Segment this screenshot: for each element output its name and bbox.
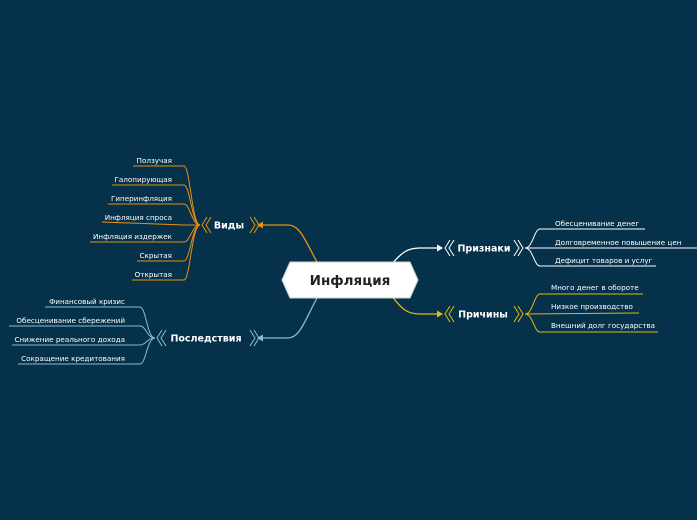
prichiny-item[interactable]: Внешний долг государства <box>551 321 655 330</box>
branch-posledstviya-leaf-links <box>9 306 156 365</box>
posledstviya-item[interactable]: Финансовый кризис <box>49 297 125 306</box>
connector-prichiny <box>391 295 438 315</box>
vidy-item[interactable]: Скрытая <box>139 251 172 260</box>
posledstviya-item[interactable]: Сокращение кредитования <box>21 354 125 363</box>
priznaki-item[interactable]: Дефицит товаров и услуг <box>555 256 653 265</box>
posledstviya-item[interactable]: Обесценивание сбережений <box>16 316 125 325</box>
vidy-item[interactable]: Инфляция спроса <box>105 213 172 222</box>
branch-vidy[interactable]: Виды Ползучая Галопирующая Гиперинфляция… <box>90 156 260 281</box>
branch-prichiny-bracket <box>444 305 524 323</box>
vidy-item[interactable]: Ползучая <box>137 156 172 165</box>
branch-vidy-bracket <box>201 216 260 234</box>
branch-posledstviya-bracket <box>156 329 260 347</box>
branch-priznaki-label: Признаки <box>457 244 510 255</box>
branch-posledstviya[interactable]: Последствия Финансовый кризис Обесценива… <box>9 297 260 365</box>
arrow-vidy <box>257 221 263 229</box>
branch-priznaki-leaf-links <box>524 228 697 267</box>
branch-priznaki[interactable]: Признаки Обесценивание денег Долговремен… <box>444 219 697 267</box>
prichiny-item[interactable]: Низкое производство <box>551 302 633 311</box>
priznaki-item[interactable]: Долговременное повышение цен <box>555 238 682 247</box>
branch-vidy-leaf-links <box>90 165 201 281</box>
prichiny-item[interactable]: Много денег в обороте <box>551 283 639 292</box>
connector-posledstviya <box>262 295 319 339</box>
connectors <box>257 221 443 342</box>
vidy-item[interactable]: Инфляция издержек <box>93 232 173 241</box>
arrow-prichiny <box>437 310 443 318</box>
branch-posledstviya-label: Последствия <box>170 334 241 345</box>
branch-prichiny-leaf-links <box>524 293 658 333</box>
connector-vidy <box>262 224 319 265</box>
branch-priznaki-bracket <box>444 239 524 257</box>
vidy-item[interactable]: Гиперинфляция <box>111 194 172 203</box>
arrow-posledstviya <box>257 334 263 342</box>
central-topic-label: Инфляция <box>310 273 391 289</box>
vidy-item[interactable]: Открытая <box>135 270 172 279</box>
branch-prichiny-label: Причины <box>458 310 508 321</box>
branch-prichiny[interactable]: Причины Много денег в обороте Низкое про… <box>444 283 658 333</box>
central-topic-shape <box>281 261 419 299</box>
central-topic[interactable]: Инфляция <box>281 261 419 299</box>
branch-vidy-label: Виды <box>214 221 244 232</box>
posledstviya-item[interactable]: Снижение реального дохода <box>14 335 125 344</box>
arrow-priznaki <box>437 244 443 252</box>
connector-priznaki <box>391 247 438 265</box>
vidy-item[interactable]: Галопирующая <box>114 175 172 184</box>
priznaki-item[interactable]: Обесценивание денег <box>555 219 639 228</box>
